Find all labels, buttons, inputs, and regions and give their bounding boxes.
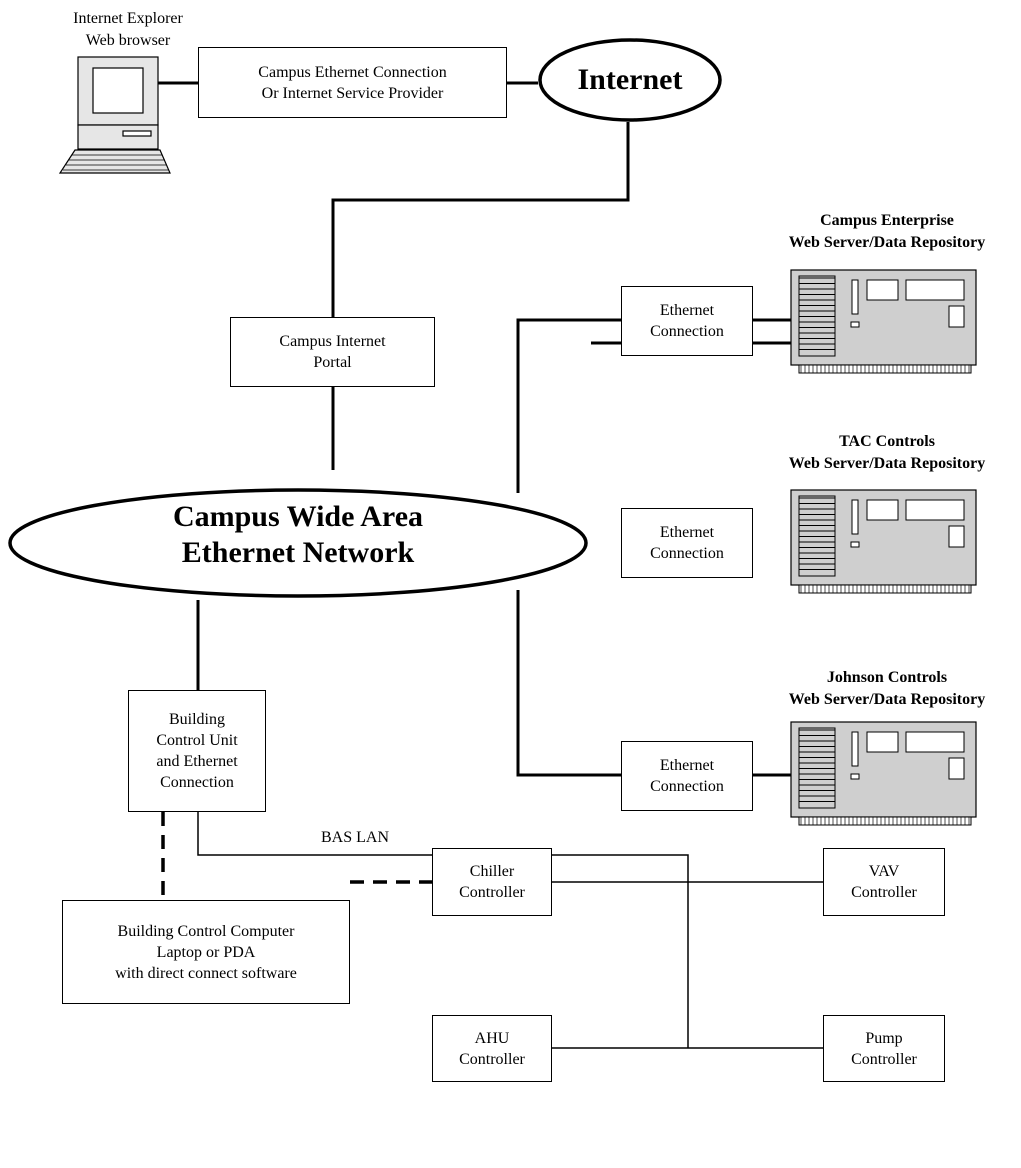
bcc-line3: with direct connect software xyxy=(115,964,297,982)
conn-line1: Ethernet xyxy=(659,524,715,541)
portal-line2: Portal xyxy=(313,354,352,371)
ahu-line1: AHU xyxy=(474,1029,510,1047)
pump-line1: Pump xyxy=(865,1029,903,1047)
tac-controls-title: TAC Controls Web Server/Data Repository xyxy=(757,431,1017,475)
server-title-line1: TAC Controls xyxy=(839,433,935,450)
conn-line2: Connection xyxy=(650,545,724,562)
server-title-line1: Johnson Controls xyxy=(826,669,948,686)
conn-line1: Ethernet xyxy=(659,302,715,319)
desktop-computer-icon xyxy=(58,56,171,174)
isp-connection-box: Campus Ethernet Connection Or Internet S… xyxy=(198,47,507,118)
ethernet-links xyxy=(158,81,791,777)
wan-ellipse-outline xyxy=(8,488,588,598)
campus-internet-portal-box: Campus Internet Portal xyxy=(230,317,435,387)
isp-box-line2: Or Internet Service Provider xyxy=(261,84,444,102)
server-title-line2: Web Server/Data Repository xyxy=(788,455,986,472)
building-control-computer-box: Building Control Computer Laptop or PDA … xyxy=(62,900,350,1004)
vav-line2: Controller xyxy=(851,884,917,901)
ethernet-connection-box-2: Ethernet Connection xyxy=(621,508,753,578)
browser-label-line1: Internet Explorer xyxy=(73,10,183,27)
server-title-line2: Web Server/Data Repository xyxy=(788,234,986,251)
internet-cloud xyxy=(538,38,722,122)
ahu-controller-box: AHU Controller xyxy=(432,1015,552,1082)
building-control-unit-box: Building Control Unit and Ethernet Conne… xyxy=(128,690,266,812)
wan-label-line1: Campus Wide Area xyxy=(172,500,424,533)
bcc-line1: Building Control Computer xyxy=(117,922,295,940)
chiller-line2: Controller xyxy=(459,884,525,901)
conn-line2: Connection xyxy=(650,778,724,795)
browser-label-line2: Web browser xyxy=(85,32,171,49)
bcu-line2: Control Unit xyxy=(156,732,238,749)
link-wan-to-campus-server xyxy=(516,318,621,493)
wan-label: Campus Wide Area Ethernet Network xyxy=(110,499,486,571)
bcu-line4: Connection xyxy=(160,774,234,791)
bas-lan-label-text: BAS LAN xyxy=(320,829,389,846)
ahu-line2: Controller xyxy=(459,1050,525,1068)
server-title-line2: Web Server/Data Repository xyxy=(788,691,986,708)
conn-line1: Ethernet xyxy=(659,757,715,774)
chiller-controller-box: Chiller Controller xyxy=(432,848,552,916)
bcu-line3: and Ethernet xyxy=(156,753,238,770)
bcu-line1: Building xyxy=(168,711,225,728)
campus-enterprise-title: Campus Enterprise Web Server/Data Reposi… xyxy=(757,210,1017,254)
portal-line1: Campus Internet xyxy=(279,333,386,350)
browser-label: Internet Explorer Web browser xyxy=(28,8,228,52)
pump-controller-box: Pump Controller xyxy=(823,1015,945,1082)
link-internet-to-portal xyxy=(331,122,630,318)
johnson-controls-server-icon xyxy=(790,721,977,826)
johnson-controls-title: Johnson Controls Web Server/Data Reposit… xyxy=(757,667,1017,711)
direct-connect-links xyxy=(161,812,432,900)
server-title-line1: Campus Enterprise xyxy=(820,212,954,229)
vav-line1: VAV xyxy=(868,863,900,880)
internet-label-text: Internet xyxy=(577,63,683,96)
conn-line2: Connection xyxy=(650,323,724,340)
ethernet-connection-box-3: Ethernet Connection xyxy=(621,741,753,811)
ethernet-connection-box-1: Ethernet Connection xyxy=(621,286,753,356)
bas-lan-label: BAS LAN xyxy=(300,827,410,849)
campus-enterprise-server-icon xyxy=(790,269,977,374)
pump-line2: Controller xyxy=(851,1050,917,1068)
vav-controller-box: VAV Controller xyxy=(823,848,945,916)
bcc-line2: Laptop or PDA xyxy=(156,943,256,961)
internet-label: Internet xyxy=(540,61,720,99)
tac-controls-server-icon xyxy=(790,489,977,594)
isp-box-line1: Campus Ethernet Connection xyxy=(258,63,447,81)
link-wan-to-johnson-conn xyxy=(516,590,621,777)
chiller-line1: Chiller xyxy=(469,863,515,880)
wan-label-line2: Ethernet Network xyxy=(181,536,415,569)
